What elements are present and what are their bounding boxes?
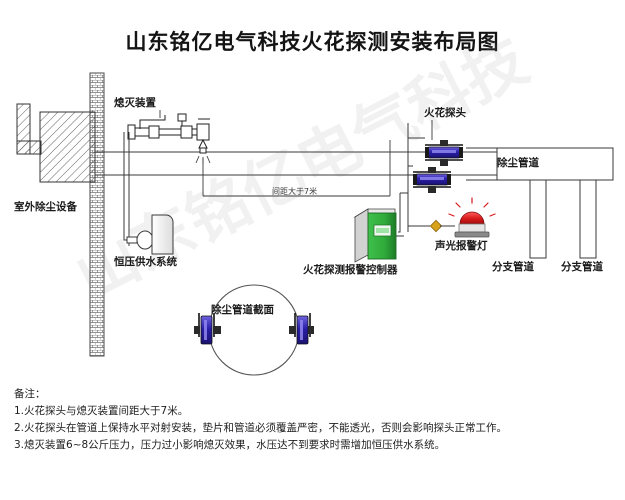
label-main-duct: 除尘管道 <box>497 157 539 169</box>
label-branch-duct-1: 分支管道 <box>492 261 534 273</box>
label-branch-duct-2: 分支管道 <box>561 261 603 273</box>
detector-head-lower <box>413 167 451 193</box>
notes-heading: 备注： <box>14 388 46 400</box>
notes-block: 备注： 1.火花探头与熄灭装置间距大于7米。 2.火花探头在管道上保持水平对射安… <box>14 386 614 454</box>
extinguishing-device <box>127 113 211 164</box>
watermark: 山东铭亿电气科技 <box>64 23 539 313</box>
section-detector-left <box>194 313 221 345</box>
label-alarm-light: 声光报警灯 <box>435 240 488 252</box>
main-duct <box>466 147 614 181</box>
label-outdoor-equipment: 室外除尘设备 <box>14 201 77 213</box>
detector-head-upper <box>425 140 463 166</box>
branch-duct-1 <box>529 179 547 259</box>
duct-cross-section <box>194 284 314 376</box>
alarm-light <box>448 197 496 238</box>
label-water-supply-system: 恒压供水系统 <box>114 256 177 268</box>
section-detector-right <box>289 313 314 345</box>
page-title: 山东铭亿电气科技火花探测安装布局图 <box>125 30 500 54</box>
signal-wiring <box>398 123 430 233</box>
note-item: 1.火花探头与熄灭装置间距大于7米。 <box>14 405 189 417</box>
note-item: 2.火花探头在管道上保持水平对射安装，垫片和管道必须覆盖严密，不能透光，否则会影… <box>14 422 508 434</box>
note-item: 3.熄灭装置6~8公斤压力，压力过小影响熄灭效果，水压达不到要求时需增加恒压供水… <box>14 439 446 451</box>
label-duct-section: 除尘管道截面 <box>211 304 274 316</box>
controller-cabinet <box>353 208 404 263</box>
outdoor-dust-equipment <box>16 103 96 183</box>
alarm-connector <box>429 219 455 233</box>
label-controller: 火花探测报警控制器 <box>303 264 398 276</box>
spacing-dimension <box>202 140 391 197</box>
label-spacing-note: 间距大于7米 <box>272 187 318 196</box>
svg-text:山东铭亿电气科技: 山东铭亿电气科技 <box>64 23 539 313</box>
branch-duct-2 <box>579 179 597 259</box>
label-detector-head: 火花探头 <box>424 107 466 119</box>
label-extinguishing-device: 熄灭装置 <box>114 97 156 109</box>
water-supply-system <box>123 132 174 255</box>
